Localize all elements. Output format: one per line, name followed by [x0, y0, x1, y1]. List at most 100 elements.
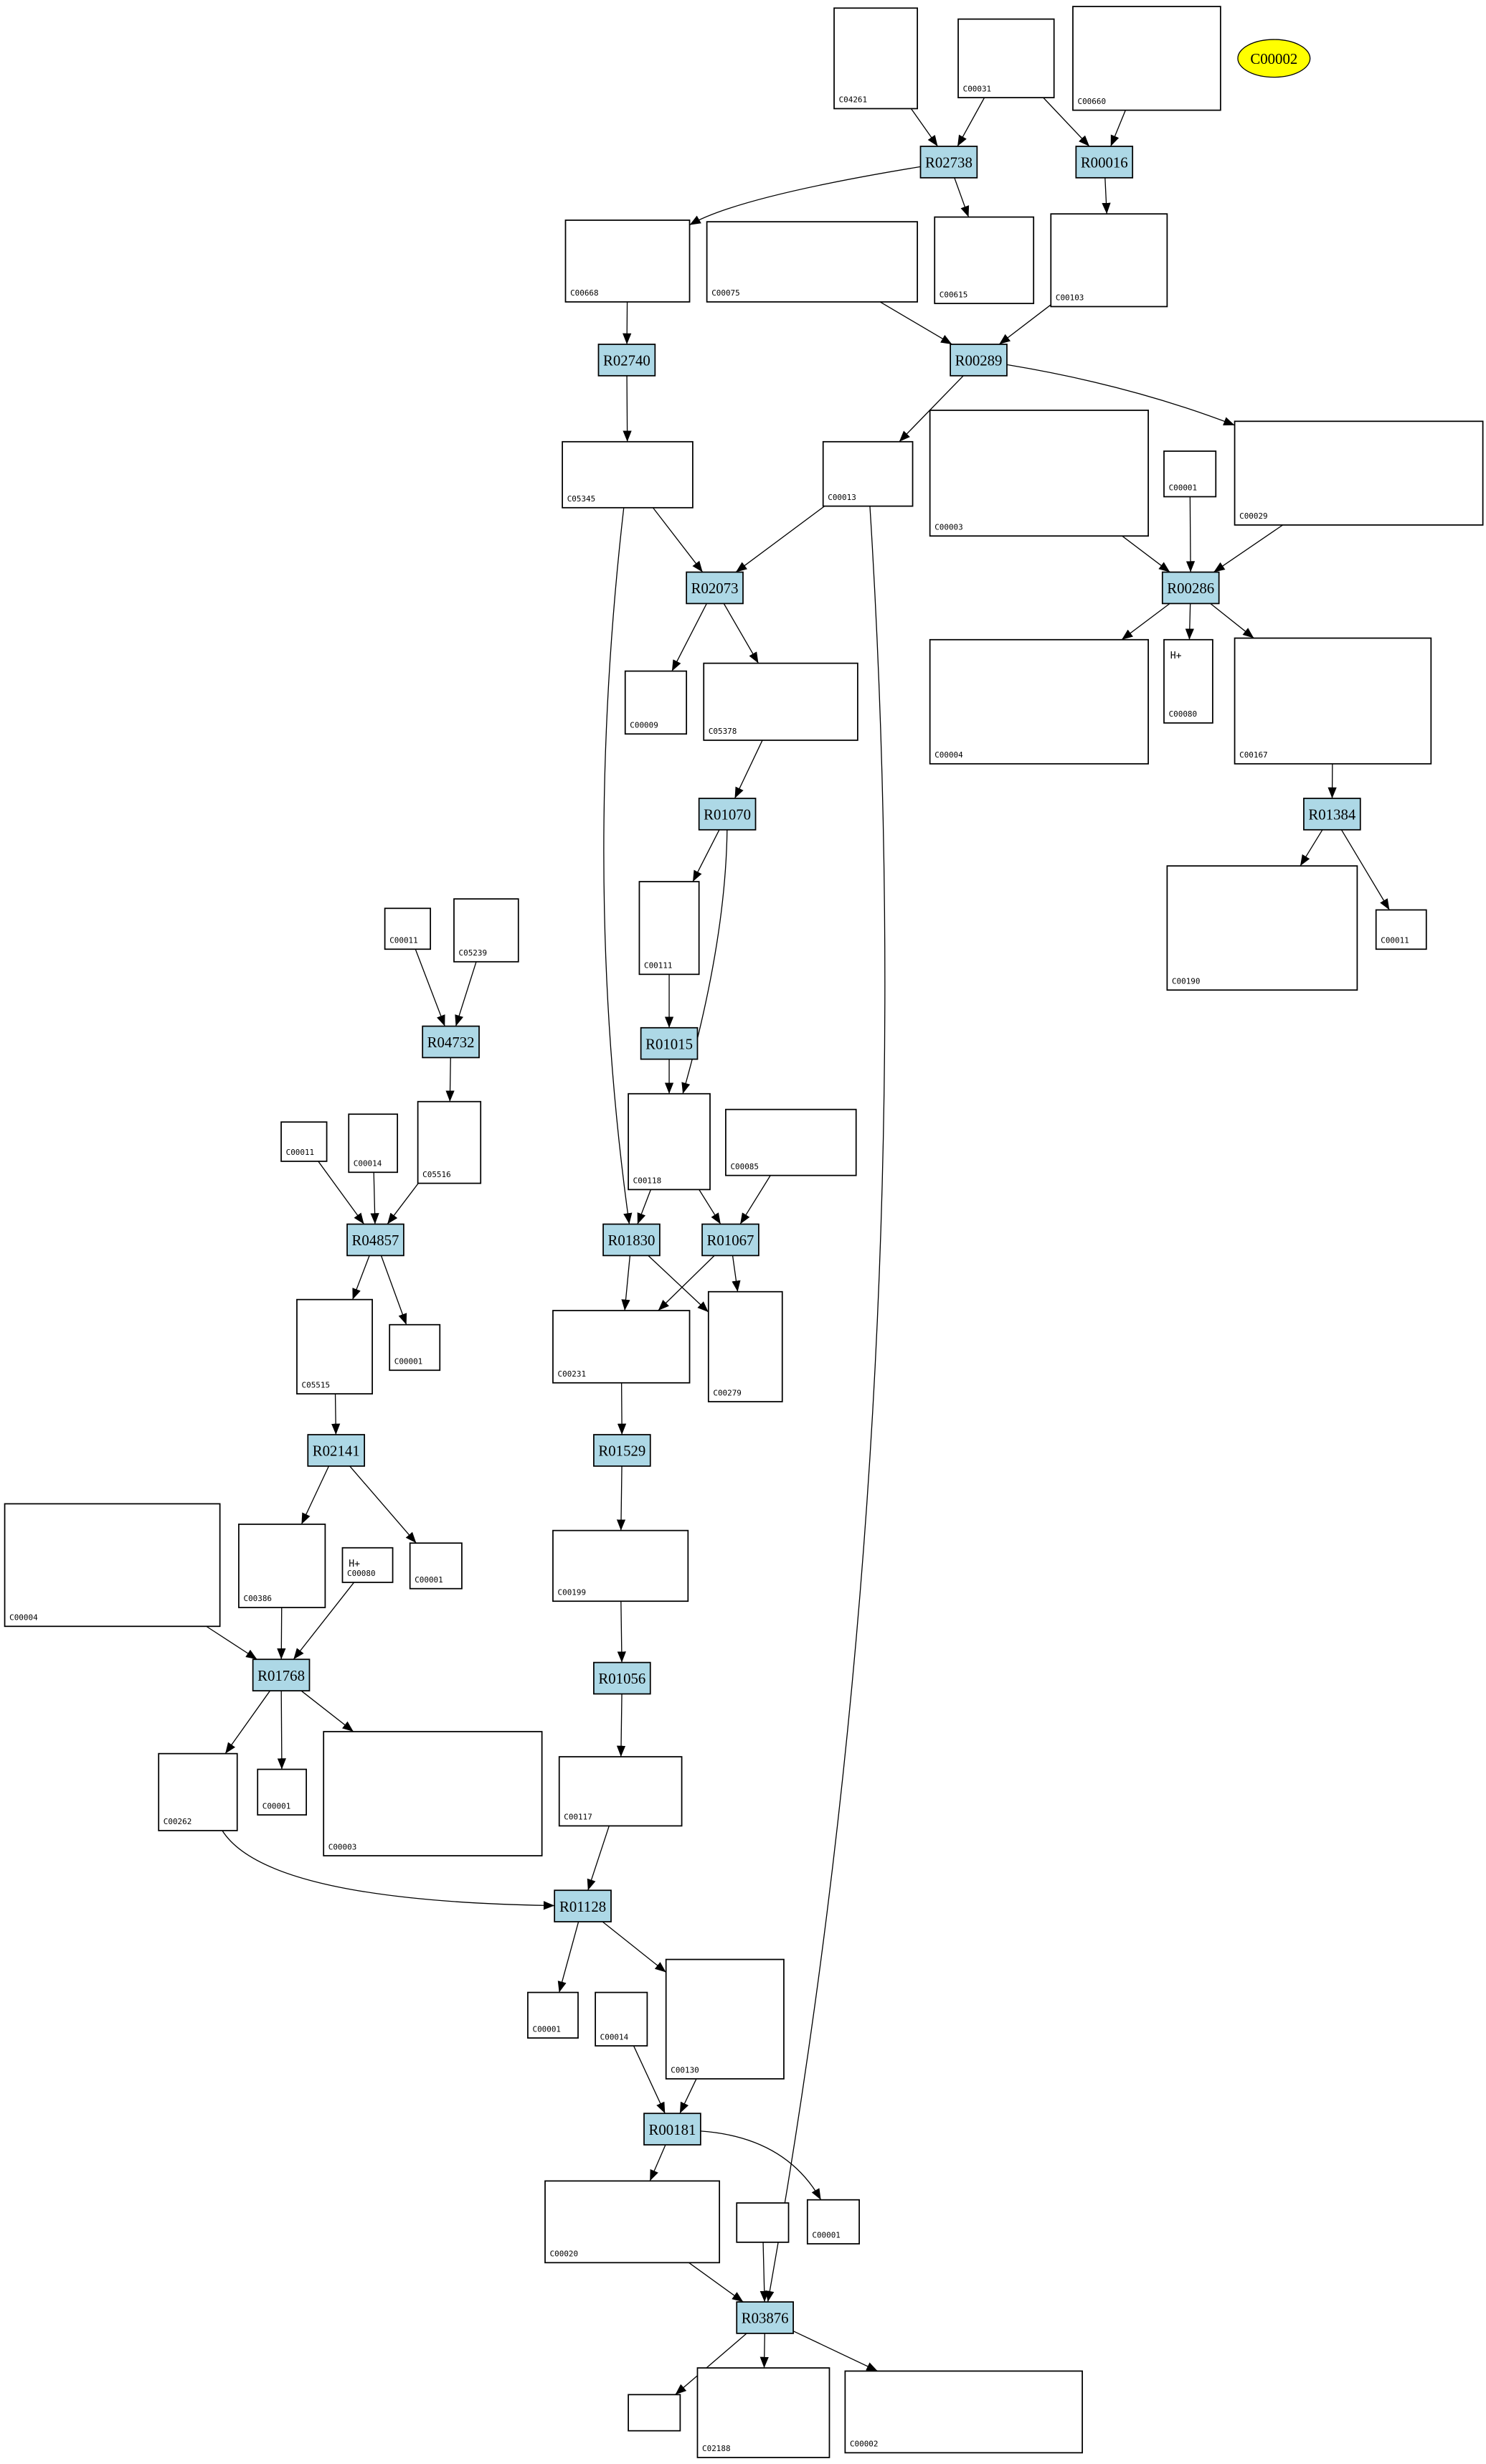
compound-node-c05239[interactable]: C05239 — [453, 898, 519, 963]
compound-node-c00004a[interactable]: C00004 — [929, 638, 1149, 765]
compound-node-c00001d[interactable]: C00001 — [257, 1768, 307, 1816]
reaction-id-label: R01768 — [257, 1668, 305, 1684]
compound-node-c00002[interactable]: C00002 — [844, 2370, 1083, 2454]
compound-node-c00009[interactable]: C00009 — [624, 670, 688, 735]
reaction-node-r00016[interactable]: R00016 — [1075, 146, 1134, 179]
compound-node-c04261[interactable]: C04261 — [833, 7, 918, 110]
compound-node-c00080a[interactable]: H+C00080 — [1163, 638, 1213, 724]
compound-node-c00014b[interactable]: C00014 — [595, 1991, 648, 2047]
reaction-node-r02740[interactable]: R02740 — [597, 344, 656, 377]
compound-node-c05378[interactable]: C05378 — [703, 662, 858, 741]
compound-node-c00075[interactable]: C00075 — [706, 221, 918, 303]
compound-node-c00262[interactable]: C00262 — [158, 1752, 238, 1831]
compound-node-c00386[interactable]: C00386 — [238, 1524, 326, 1608]
edge-c00080b-to-r01768 — [293, 1582, 355, 1660]
reaction-id-label: R01830 — [608, 1232, 656, 1249]
reaction-node-r01768[interactable]: R01768 — [252, 1658, 311, 1691]
reaction-node-r01070[interactable]: R01070 — [698, 798, 757, 831]
reaction-node-r01067[interactable]: R01067 — [701, 1223, 759, 1257]
compound-node-c05345[interactable]: C05345 — [562, 440, 694, 509]
compound-node-c00080b[interactable]: H+C00080 — [341, 1547, 394, 1583]
compound-node-c00011b[interactable]: C00011 — [1375, 909, 1427, 950]
compound-node-c00199[interactable]: C00199 — [552, 1529, 689, 1602]
edge-r02738-to-c00615 — [954, 177, 970, 217]
compound-node-c00001e[interactable]: C00001 — [527, 1991, 579, 2039]
reaction-box — [698, 798, 757, 831]
compound-node-c00031[interactable]: C00031 — [957, 18, 1055, 98]
reaction-node-r04857[interactable]: R04857 — [346, 1223, 404, 1257]
compound-node-c00020[interactable]: C00020 — [544, 2180, 721, 2264]
compound-id-label: C00190 — [1172, 976, 1201, 986]
compound-node-c05516[interactable]: C05516 — [417, 1100, 482, 1184]
compound-id-label: C00130 — [671, 2065, 699, 2074]
reaction-box — [593, 1434, 651, 1467]
compound-box — [638, 881, 700, 976]
compound-node-c00660[interactable]: C00660 — [1072, 6, 1221, 111]
edge-r01830-to-c00231 — [621, 1255, 631, 1311]
compound-node-c00011c[interactable]: C00011 — [280, 1121, 328, 1162]
compound-node-c00004b[interactable]: C00004 — [4, 1503, 221, 1628]
reaction-node-r01384[interactable]: R01384 — [1303, 798, 1361, 831]
reaction-id-label: R00181 — [649, 2122, 696, 2138]
compound-node-c00190[interactable]: C00190 — [1166, 865, 1358, 991]
compound-node-c00001b[interactable]: C00001 — [389, 1323, 441, 1372]
compound-id-label: C00080 — [1169, 709, 1198, 719]
compound-node-c02188[interactable]: C02188 — [696, 2367, 830, 2458]
compound-node-c00001a[interactable]: C00001 — [1163, 450, 1217, 498]
compound-node-c00279[interactable]: C00279 — [707, 1290, 783, 1402]
compound-node-c05515[interactable]: C05515 — [296, 1298, 373, 1394]
compound-box — [595, 1991, 648, 2047]
empty-compound-node[interactable] — [736, 2202, 790, 2243]
compound-node-c00001f[interactable]: C00001 — [806, 2199, 860, 2244]
compound-box — [1050, 213, 1168, 308]
compound-node-c00668[interactable]: C00668 — [564, 220, 691, 303]
compound-node-c00003b[interactable]: C00003 — [323, 1731, 543, 1856]
edge-r01529-to-c00199 — [616, 1465, 626, 1531]
compound-node-c00014a[interactable]: C00014 — [348, 1113, 399, 1174]
compound-box — [822, 440, 914, 507]
edge-r02073-to-c05378 — [723, 603, 759, 664]
reaction-node-r01128[interactable]: R01128 — [554, 1889, 612, 1922]
reaction-id-label: R03876 — [742, 2310, 789, 2327]
reaction-node-r01830[interactable]: R01830 — [602, 1223, 661, 1257]
compound-node-c00029[interactable]: C00029 — [1234, 420, 1484, 526]
reaction-id-label: R04857 — [352, 1232, 399, 1249]
compound-node-c00111[interactable]: C00111 — [638, 881, 700, 976]
edge-c00231-to-r01529 — [617, 1382, 627, 1435]
reaction-node-r00286[interactable]: R00286 — [1161, 571, 1220, 605]
reaction-node-r01015[interactable]: R01015 — [640, 1026, 699, 1060]
compound-node-c00167[interactable]: C00167 — [1234, 637, 1432, 765]
compound-node-c00615[interactable]: C00615 — [934, 216, 1035, 304]
compound-node-c00001c[interactable]: C00001 — [409, 1542, 463, 1590]
reaction-id-label: R01070 — [704, 807, 751, 823]
compound-node-c00085[interactable]: C00085 — [725, 1108, 857, 1176]
compound-node-c00231[interactable]: C00231 — [552, 1310, 691, 1384]
edge-c00031-to-r02738 — [957, 97, 985, 147]
compound-node-c00118[interactable]: C00118 — [628, 1092, 711, 1191]
edge-r01067-to-c00231 — [658, 1255, 715, 1311]
compound-node-c00011a[interactable]: C00011 — [384, 907, 432, 950]
compound-id-label: C00085 — [730, 1162, 759, 1171]
compound-node-c00013[interactable]: C00013 — [822, 440, 914, 507]
reaction-node-r00181[interactable]: R00181 — [643, 2113, 701, 2146]
highlight-compound-c00002[interactable]: C00002 — [1237, 39, 1311, 78]
reaction-box — [422, 1025, 480, 1059]
reaction-node-r01056[interactable]: R01056 — [593, 1661, 651, 1695]
compound-box — [323, 1731, 543, 1856]
edge-r02141-to-c00386 — [300, 1465, 330, 1525]
reaction-node-r03876[interactable]: R03876 — [736, 2301, 794, 2334]
reaction-node-r04732[interactable]: R04732 — [422, 1025, 480, 1059]
compound-node-c00103[interactable]: C00103 — [1050, 213, 1168, 308]
reaction-node-r01529[interactable]: R01529 — [593, 1434, 651, 1467]
compound-node-c00117[interactable]: C00117 — [558, 1756, 683, 1827]
compound-id-label: C00199 — [558, 1587, 587, 1597]
reaction-node-r02141[interactable]: R02141 — [307, 1434, 366, 1467]
reaction-node-r00289[interactable]: R00289 — [950, 344, 1008, 377]
reaction-node-r02073[interactable]: R02073 — [686, 571, 744, 605]
reaction-node-r02738[interactable]: R02738 — [919, 146, 978, 179]
reaction-box — [593, 1661, 651, 1695]
compound-node-c00003a[interactable]: C00003 — [929, 410, 1149, 537]
empty-compound-node[interactable] — [628, 2394, 681, 2432]
compound-node-c00130[interactable]: C00130 — [665, 1958, 785, 2080]
edge-r01768-to-c00262 — [224, 1690, 271, 1755]
